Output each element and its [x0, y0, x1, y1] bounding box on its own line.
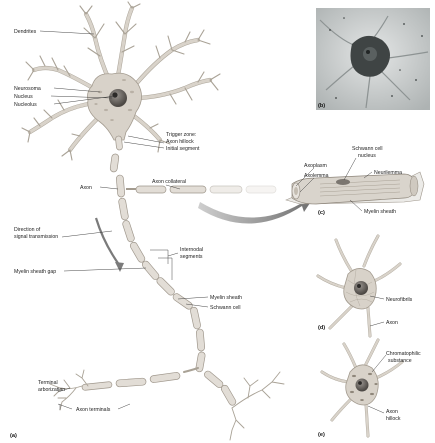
panel-tag-d: (d) [318, 325, 325, 331]
label-internodal-2: segments [180, 254, 203, 260]
label-initial-segment: Initial segment [166, 146, 200, 152]
label-myelin-sheath-gap: Myelin sheath gap [14, 269, 56, 275]
label-myelin-sheath-c: Myelin sheath [364, 209, 396, 215]
label-schwann-cell: Schwann cell [210, 305, 241, 311]
panel-e-chromatophilic: Chromatophilic substance Axon hillock (e… [318, 340, 421, 438]
label-axon-hillock-e-1: Axon [386, 409, 398, 415]
label-neurilemma: Neurilemma [374, 170, 402, 176]
panel-tag-e: (e) [318, 432, 325, 438]
label-axon-terminals: Axon terminals [76, 407, 111, 413]
label-axon-collateral: Axon collateral [152, 179, 186, 185]
panel-tag-c: (c) [318, 210, 325, 216]
panel-tag-b: (b) [318, 103, 325, 109]
label-neurofibrils: Neurofibrils [386, 297, 413, 303]
label-trigger-zone: Trigger zone: [166, 132, 196, 138]
label-axoplasm: Axoplasm [304, 163, 327, 169]
label-schwann-nucleus-1: Schwann cell [352, 146, 383, 152]
label-dendrites: Dendrites [14, 29, 37, 35]
label-neurosoma: Neurosoma [14, 86, 41, 92]
direction-arrow [96, 218, 120, 266]
label-axon-hillock-e-2: hillock [386, 416, 401, 422]
nucleolus-shape [112, 92, 117, 97]
label-direction-2: signal transmission [14, 234, 58, 240]
label-terminal-1: Terminal [38, 380, 58, 386]
panel-b-micrograph: (b) [316, 8, 430, 110]
label-direction-1: Direction of [14, 227, 41, 233]
right-terminal-branch [203, 370, 284, 440]
direction-arrowhead [115, 262, 124, 272]
label-myelin-sheath: Myelin sheath [210, 295, 242, 301]
label-internodal-1: Internodal [180, 247, 203, 253]
neurosoma-shape [88, 73, 142, 140]
label-nucleus: Nucleus [14, 94, 33, 100]
label-axolemma: Axolemma [304, 173, 329, 179]
label-nucleolus: Nucleolus [14, 102, 37, 108]
panel-d-neurofibrils: Neurofibrils Axon (d) [318, 236, 413, 336]
label-chromatophilic-1: Chromatophilic [386, 351, 421, 357]
label-axon: Axon [80, 185, 92, 191]
panel-tag-a: (a) [10, 433, 17, 439]
label-terminal-2: arborization [38, 387, 65, 393]
label-schwann-nucleus-2: nucleus [358, 153, 376, 159]
axon-collateral-segments [126, 186, 276, 193]
label-axon-hillock: Axon hillock [166, 139, 194, 145]
label-axon-d: Axon [386, 320, 398, 326]
label-chromatophilic-2: substance [388, 358, 412, 364]
terminal-branch [50, 368, 198, 410]
